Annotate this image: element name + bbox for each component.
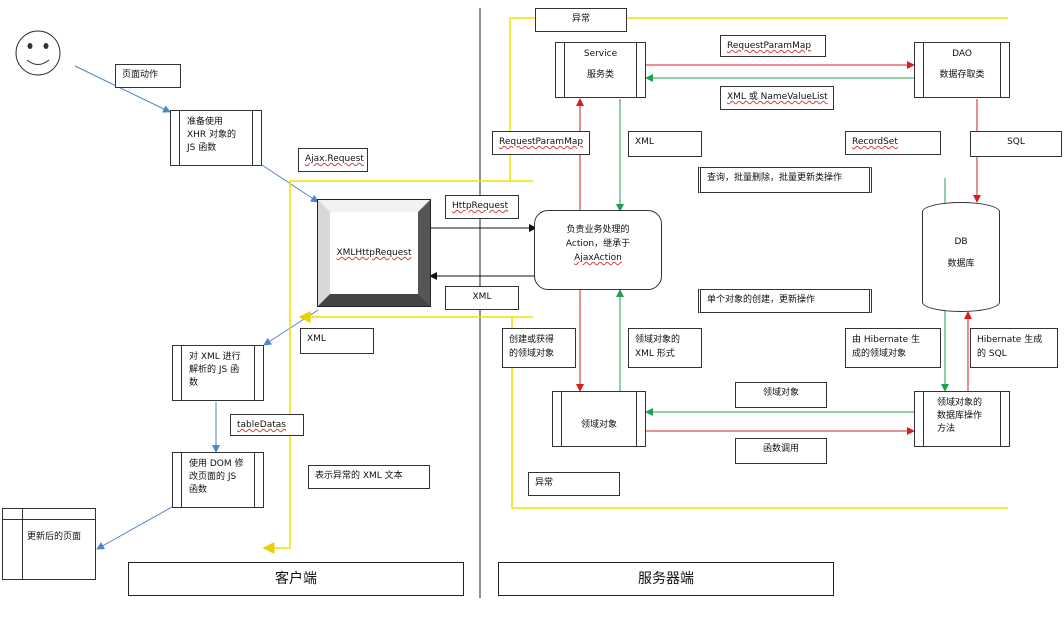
client-section-label: 客户端 (128, 562, 464, 596)
sql-label: SQL (970, 131, 1062, 157)
xml-label: XML (628, 131, 702, 157)
single-object-note: 单个对象的创建，更新操作 (698, 289, 872, 313)
xmlhttprequest-object: XMLHttpRequest (317, 199, 431, 307)
server-section-label: 服务器端 (498, 562, 834, 596)
requestparammap-left-label: RequestParamMap (492, 131, 590, 155)
ajax-request-label: Ajax.Request (298, 148, 368, 172)
requestparammap-top-label: RequestParamMap (720, 35, 826, 57)
domain-xml-label: 领域对象的 XML 形式 (628, 328, 702, 368)
page-action-label: 页面动作 (115, 64, 181, 88)
service-class: Service 服务类 (555, 42, 646, 98)
exception-xml-label: 表示异常的 XML 文本 (308, 465, 430, 489)
exception-bottom-label: 异常 (528, 472, 620, 496)
domain-db-operation: 领域对象的 数据库操作 方法 (914, 391, 1010, 447)
xml-response-label: XML (445, 286, 519, 310)
domain-object-flow-label: 领域对象 (735, 382, 827, 408)
domain-object: 领域对象 (552, 391, 646, 447)
create-domain-label: 创建或获得 的领域对象 (502, 328, 576, 368)
dom-js-function: 使用 DOM 修 改页面的 JS 函数 (172, 452, 264, 508)
updated-page: 更新后的页面 (2, 508, 96, 580)
parse-xml-js-function: 对 XML 进行 解析的 JS 函 数 (172, 345, 264, 401)
tabledatas-label: tableDatas (230, 414, 304, 436)
http-request-label: HttpRequest (445, 195, 519, 219)
xml-or-namevaluelist-label: XML 或 NameValueList (720, 86, 834, 110)
xml-left-label: XML (300, 328, 374, 354)
xhr-js-function: 准备使用 XHR 对象的 JS 函数 (170, 110, 262, 166)
hibernate-sql-label: Hibernate 生成 的 SQL (970, 328, 1058, 368)
ajax-action: 负责业务处理的 Action，继承于 AjaxAction (534, 210, 662, 290)
recordset-label: RecordSet (845, 131, 941, 155)
dao-class: DAO 数据存取类 (914, 42, 1010, 98)
user-smiley-icon (15, 30, 61, 76)
database: DB 数据库 (922, 202, 1000, 312)
query-batch-note: 查询，批量删除，批量更新类操作 (698, 167, 872, 193)
response-arrows (616, 74, 949, 416)
exception-top-label: 异常 (535, 8, 627, 32)
hibernate-object-label: 由 Hibernate 生 成的领域对象 (845, 328, 941, 368)
function-call-label: 函数调用 (735, 438, 827, 464)
